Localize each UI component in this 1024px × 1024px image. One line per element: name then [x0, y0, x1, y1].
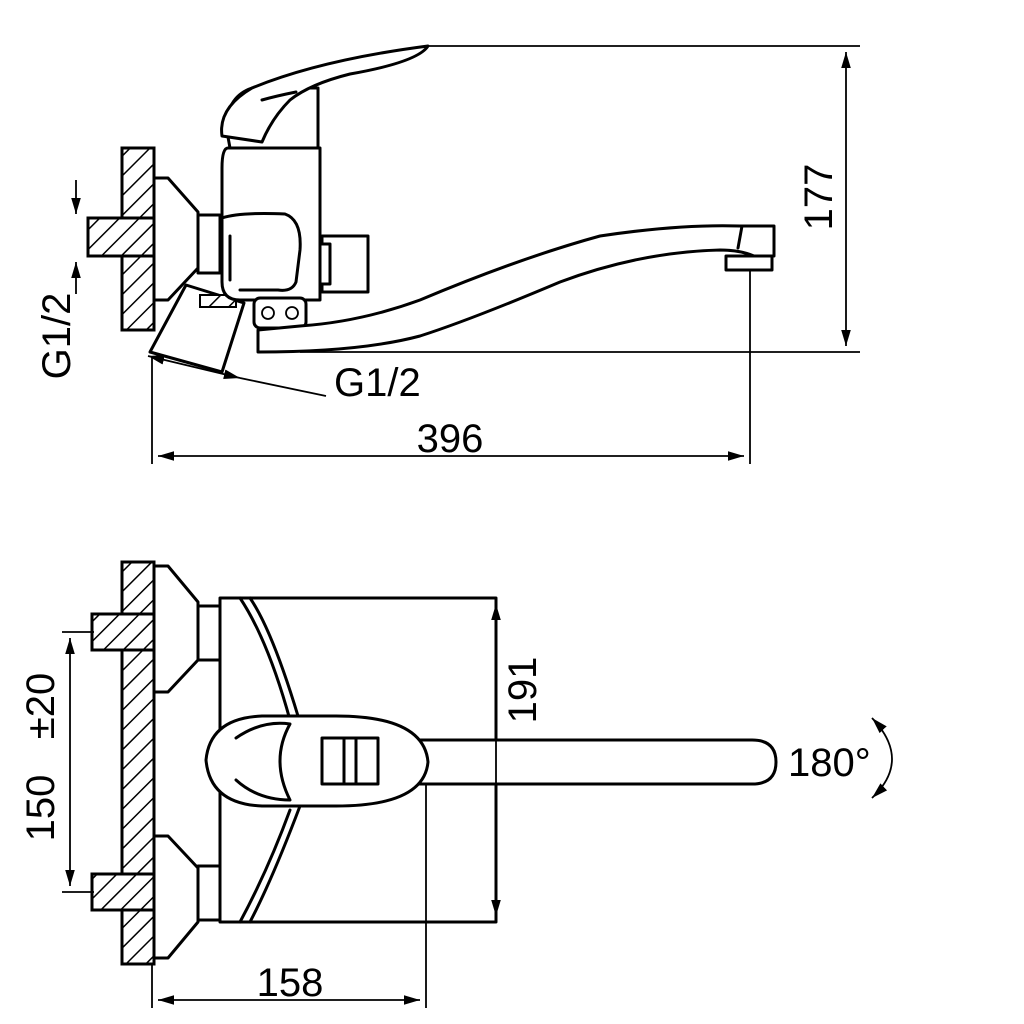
upper-flange — [152, 564, 200, 694]
lower-flange — [152, 834, 200, 960]
connection-nut — [196, 213, 222, 275]
inlet-thread-label-angled: G1/2 — [334, 361, 421, 405]
escutcheon-flange — [152, 176, 200, 302]
top-view: 150 ±20 191 158 180° — [19, 560, 893, 1008]
spout — [256, 224, 776, 354]
spout-top — [398, 738, 778, 786]
width-dimension: 158 — [257, 961, 324, 1005]
side-view: 177 396 G1/2 G1/2 — [35, 44, 860, 464]
length-dimension: 396 — [417, 417, 484, 461]
lower-nut — [196, 864, 222, 922]
lever-handle-top[interactable] — [204, 714, 430, 808]
depth-dimension: 191 — [501, 657, 545, 724]
rotation-arrow — [871, 717, 893, 799]
inlet-spacing-dimension: 150 — [19, 775, 63, 842]
aerator — [724, 254, 774, 272]
upper-nut — [196, 604, 222, 662]
lever-handle[interactable] — [220, 44, 430, 144]
inlet-spacing-tolerance: ±20 — [19, 673, 63, 739]
inlet-thread-label-vertical: G1/2 — [35, 293, 79, 380]
lower-inlet-pipe — [90, 872, 156, 912]
inlet-pipe — [86, 216, 156, 258]
upper-inlet-pipe — [90, 612, 156, 652]
height-dimension: 177 — [797, 164, 841, 231]
rotation-angle: 180° — [788, 741, 871, 785]
mixer-body — [220, 146, 322, 302]
